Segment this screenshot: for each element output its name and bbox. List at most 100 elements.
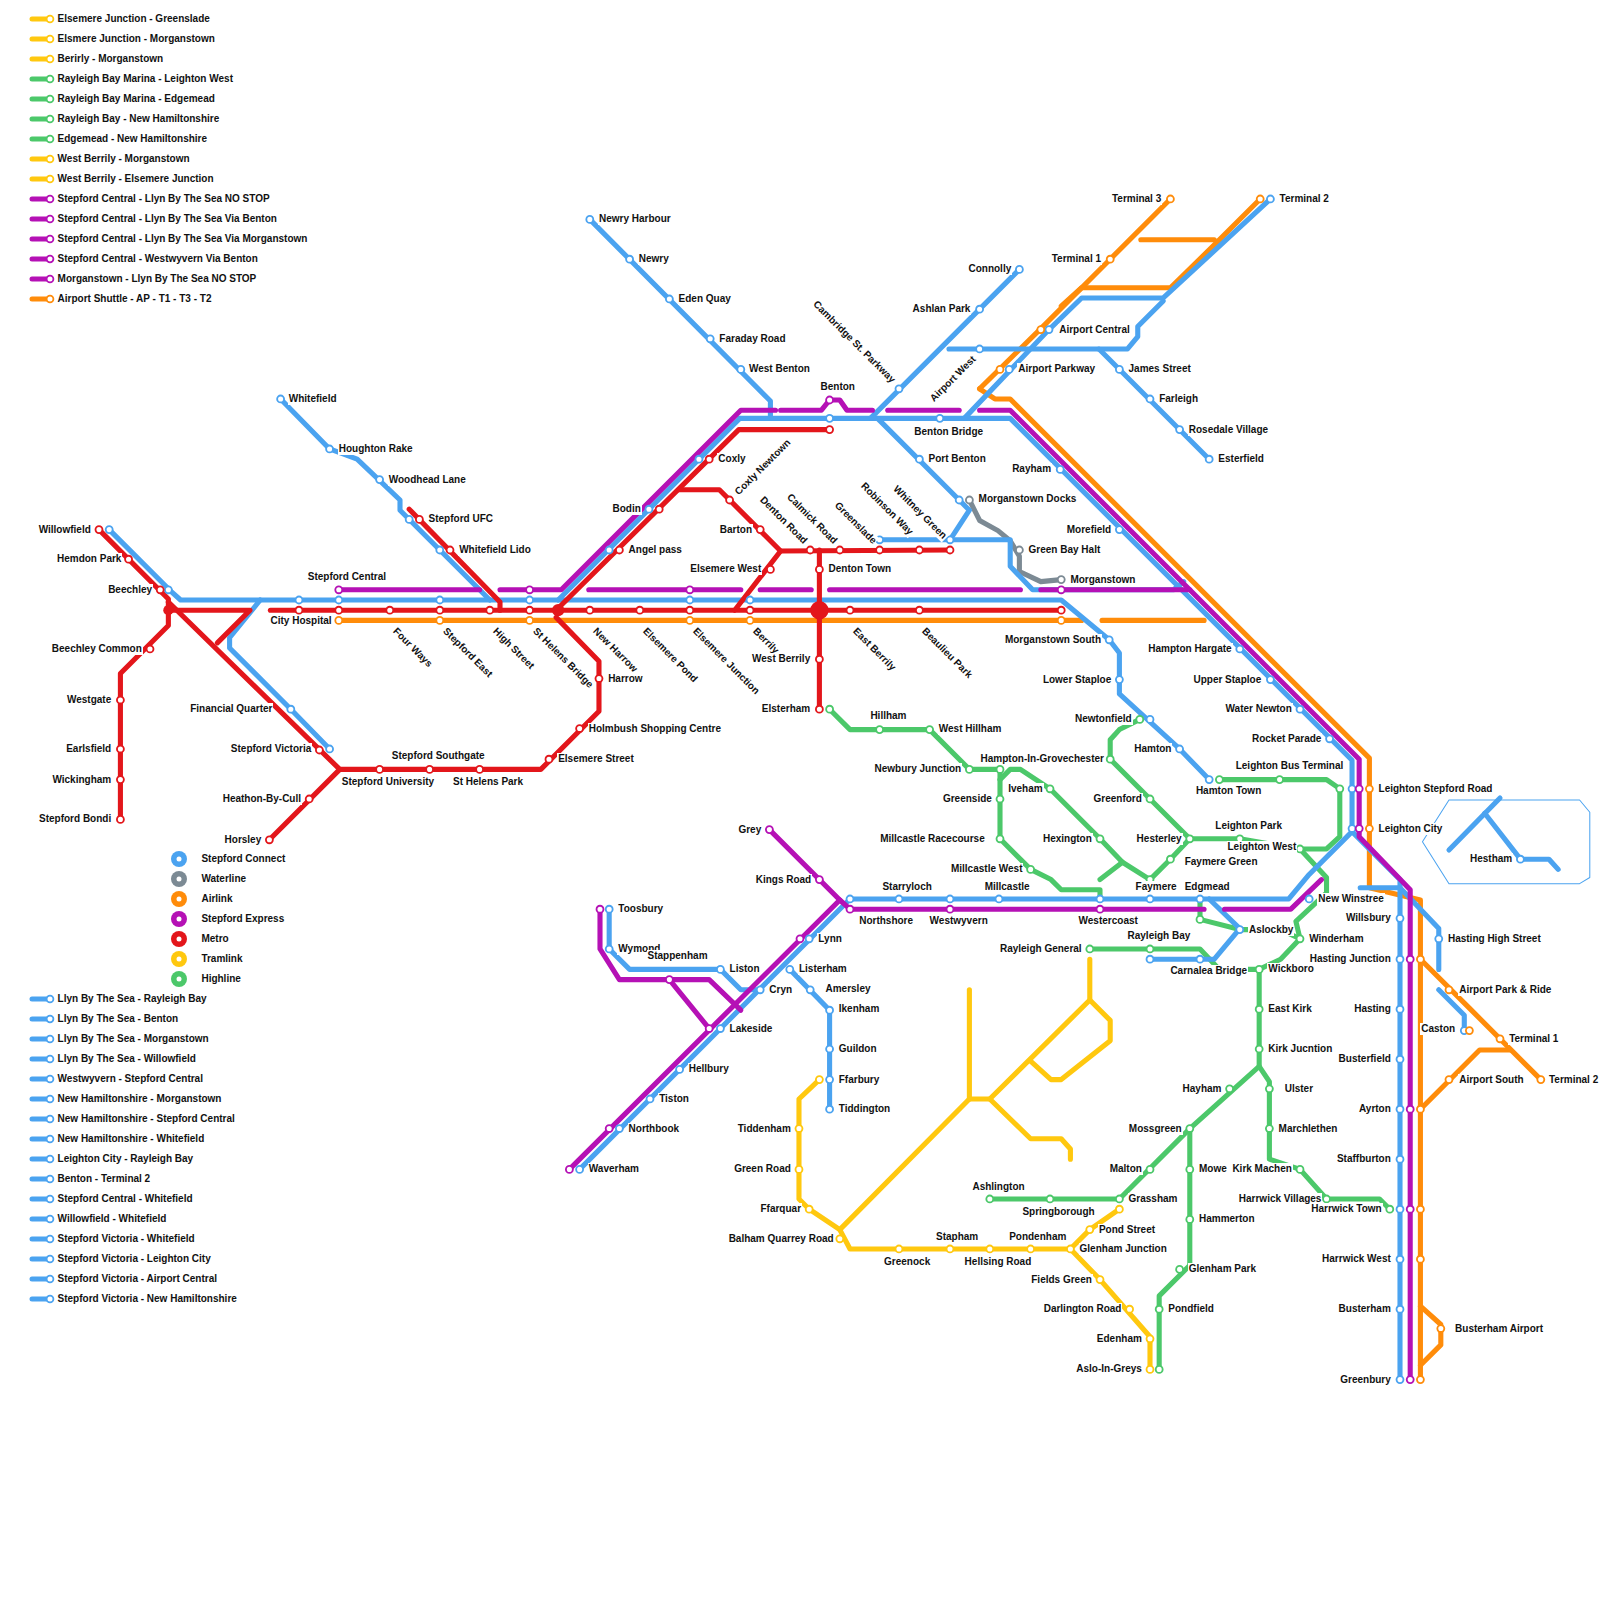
station-dot bbox=[1186, 1216, 1193, 1223]
station-dot bbox=[806, 1206, 813, 1213]
station-dot bbox=[747, 607, 754, 614]
tramlink-track bbox=[1031, 1000, 1111, 1080]
station-label: Cambridge St. Parkway bbox=[810, 297, 898, 385]
legend-end-dot bbox=[46, 136, 53, 143]
station-label: Airport South bbox=[1458, 1074, 1524, 1086]
station-label: Terminal 3 bbox=[1111, 193, 1162, 205]
express-track bbox=[569, 900, 839, 1169]
station-dot bbox=[1027, 1246, 1034, 1253]
station-dot bbox=[786, 966, 793, 973]
metro-track bbox=[173, 610, 250, 643]
station-label: Woodhead Lane bbox=[388, 474, 467, 486]
station-dot bbox=[165, 586, 172, 593]
station-label: Berrily bbox=[750, 624, 782, 656]
station-dot bbox=[335, 607, 342, 614]
station-label: Calmick Road bbox=[783, 490, 840, 547]
station-label: Carnalea Bridge bbox=[1169, 965, 1248, 977]
station-dot bbox=[266, 836, 273, 843]
station-dot bbox=[326, 746, 333, 753]
legend-swatch bbox=[29, 194, 55, 204]
station-label: Elsemere Street bbox=[557, 753, 635, 765]
station-dot bbox=[1397, 1306, 1404, 1313]
station-label: Marchlethen bbox=[1278, 1123, 1339, 1135]
station-label: Kirk Jucntion bbox=[1267, 1043, 1333, 1055]
legend-swatch bbox=[29, 1094, 55, 1104]
legend-row: Llyn By The Sea - Rayleigh Bay bbox=[29, 993, 207, 1005]
legend-text: Stepford Victoria - New Hamiltonshire bbox=[58, 1293, 237, 1305]
legend-disc-center bbox=[177, 957, 182, 962]
legend-text: Stepford Central - Llyn By The Sea Via M… bbox=[58, 233, 308, 245]
station-dot bbox=[1147, 396, 1154, 403]
station-dot bbox=[1466, 1027, 1473, 1034]
station-label: Mowe bbox=[1198, 1163, 1228, 1175]
station-dot bbox=[1186, 1166, 1193, 1173]
legend-swatch bbox=[29, 1074, 55, 1084]
airlink-track bbox=[1420, 1306, 1440, 1365]
station-dot bbox=[1216, 776, 1223, 783]
station-label: Four Ways bbox=[390, 624, 436, 670]
station-label: Liston bbox=[729, 963, 761, 975]
station-dot bbox=[1417, 1376, 1424, 1383]
station-dot bbox=[376, 766, 383, 773]
legend-text: Morganstown - Llyn By The Sea NO STOP bbox=[58, 273, 257, 285]
station-label: James Street bbox=[1128, 363, 1192, 375]
legend-end-dot bbox=[46, 276, 53, 283]
legend-swatch bbox=[29, 1154, 55, 1164]
legend-row: Elsemere Junction - Greenslade bbox=[29, 13, 210, 25]
legend-swatch bbox=[170, 950, 188, 968]
highline-track bbox=[1159, 1066, 1259, 1369]
station-dot bbox=[1256, 1006, 1263, 1013]
station-dot bbox=[646, 506, 653, 513]
station-dot bbox=[666, 296, 673, 303]
station-dot bbox=[1537, 1076, 1544, 1083]
station-label: Westgate bbox=[66, 694, 112, 706]
legend-row: Stepford Central - Westwyvern Via Benton bbox=[29, 253, 258, 265]
station-dot bbox=[976, 346, 983, 353]
station-dot bbox=[1397, 1056, 1404, 1063]
airlink-track bbox=[980, 389, 1421, 1380]
station-dot bbox=[1016, 266, 1023, 273]
legend-row: Stepford Central - Llyn By The Sea NO ST… bbox=[29, 193, 270, 205]
station-label: Benton Bridge bbox=[913, 426, 984, 438]
legend-text: New Hamiltonshire - Whitefield bbox=[58, 1133, 205, 1145]
station-dot bbox=[997, 366, 1004, 373]
station-dot bbox=[706, 456, 713, 463]
station-dot bbox=[1349, 825, 1356, 832]
station-label: Greenford bbox=[1093, 793, 1143, 805]
legend-row: Airlink bbox=[170, 890, 232, 908]
station-dot bbox=[1197, 916, 1204, 923]
station-dot bbox=[296, 597, 303, 604]
station-dot bbox=[616, 547, 623, 554]
station-label: Stepford East bbox=[440, 624, 496, 680]
legend-end-dot bbox=[46, 1256, 53, 1263]
station-dot bbox=[986, 1246, 993, 1253]
station-dot bbox=[947, 536, 954, 543]
station-label: Stepford University bbox=[341, 776, 435, 788]
legend-swatch bbox=[29, 34, 55, 44]
station-label: Rocket Parade bbox=[1251, 733, 1322, 745]
station-dot bbox=[1446, 1076, 1453, 1083]
station-dot bbox=[157, 586, 164, 593]
station-dot bbox=[1086, 1226, 1093, 1233]
inset-frame bbox=[1422, 800, 1589, 884]
station-label: Elsterham bbox=[761, 703, 811, 715]
station-label: Glenham Park bbox=[1188, 1263, 1257, 1275]
express-track bbox=[980, 410, 1411, 1379]
station-label: Newtonfield bbox=[1074, 713, 1133, 725]
legend-end-dot bbox=[46, 1236, 53, 1243]
metro-track bbox=[735, 551, 781, 610]
station-dot bbox=[1326, 735, 1333, 742]
express-track bbox=[760, 587, 811, 592]
station-dot bbox=[1167, 856, 1174, 863]
legend-text: Tramlink bbox=[201, 953, 242, 965]
station-dot bbox=[696, 456, 703, 463]
legend-row: Elsmere Junction - Morganstown bbox=[29, 33, 215, 45]
legend-row: Rayleigh Bay Marina - Edgemead bbox=[29, 93, 215, 105]
legend-text: Elsmere Junction - Morganstown bbox=[58, 33, 215, 45]
legend-disc bbox=[171, 931, 187, 947]
legend-disc-center bbox=[177, 917, 182, 922]
station-label: Hexington bbox=[1042, 833, 1093, 845]
station-dot bbox=[606, 906, 613, 913]
station-dot bbox=[616, 1125, 623, 1132]
station-label: Westercoast bbox=[1078, 915, 1139, 927]
